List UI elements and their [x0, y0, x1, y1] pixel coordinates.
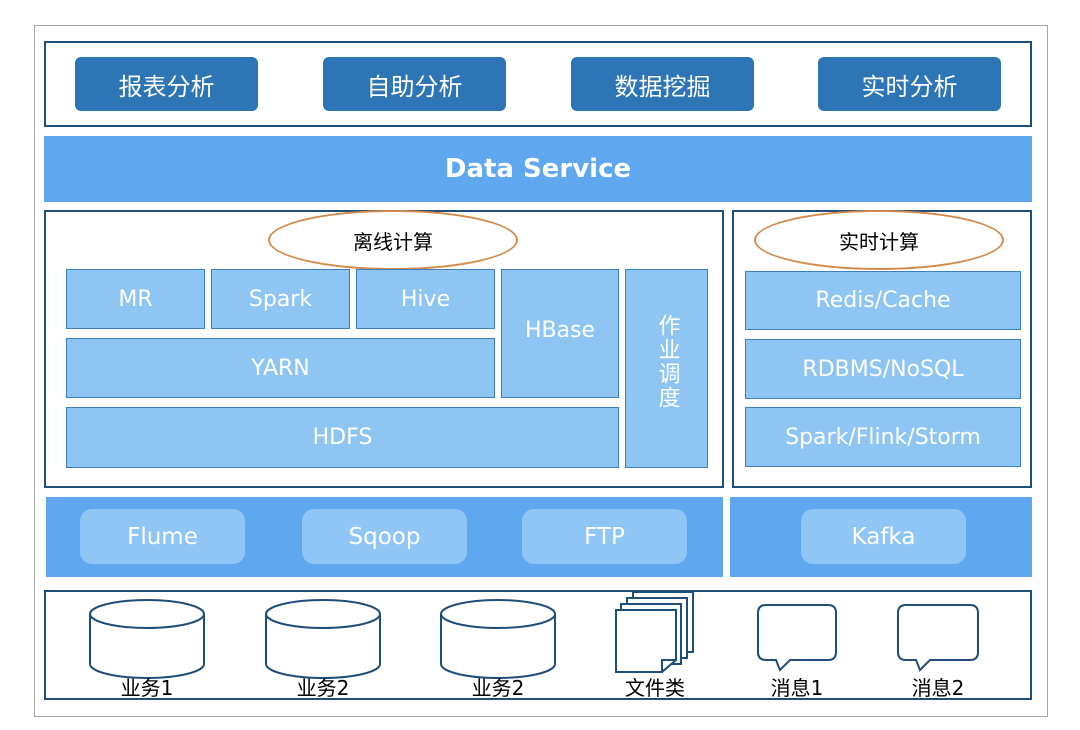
source-label-message2: 消息2: [911, 676, 965, 700]
app-self-service-analysis: 自助分析: [323, 57, 506, 111]
offline-compute-title: 离线计算: [268, 210, 518, 270]
spark-flink-storm-cell: Spark/Flink/Storm: [745, 407, 1021, 467]
source-label-business2b: 业务2: [471, 676, 525, 700]
hbase-cell: HBase: [501, 269, 619, 398]
source-label-business1: 业务1: [120, 676, 174, 700]
source-label-message1: 消息1: [770, 676, 824, 700]
app-report-analysis: 报表分析: [75, 57, 258, 111]
sqoop-pill: Sqoop: [302, 509, 467, 564]
spark-cell: Spark: [211, 269, 350, 329]
rdbms-nosql-cell: RDBMS/NoSQL: [745, 339, 1021, 399]
hive-cell: Hive: [356, 269, 495, 329]
realtime-compute-title: 实时计算: [754, 210, 1004, 270]
job-scheduler-cell: 作业调度: [625, 269, 708, 468]
kafka-pill: Kafka: [801, 509, 966, 564]
source-label-files: 文件类: [625, 676, 685, 700]
mr-cell: MR: [66, 269, 205, 329]
ftp-pill: FTP: [522, 509, 687, 564]
redis-cache-cell: Redis/Cache: [745, 271, 1021, 330]
source-label-business2: 业务2: [296, 676, 350, 700]
flume-pill: Flume: [80, 509, 245, 564]
hdfs-cell: HDFS: [66, 407, 619, 468]
app-realtime-analysis: 实时分析: [818, 57, 1001, 111]
yarn-cell: YARN: [66, 338, 495, 398]
job-scheduler-label: 作业调度: [654, 314, 680, 410]
app-data-mining: 数据挖掘: [571, 57, 754, 111]
data-service-band: Data Service: [44, 136, 1032, 202]
